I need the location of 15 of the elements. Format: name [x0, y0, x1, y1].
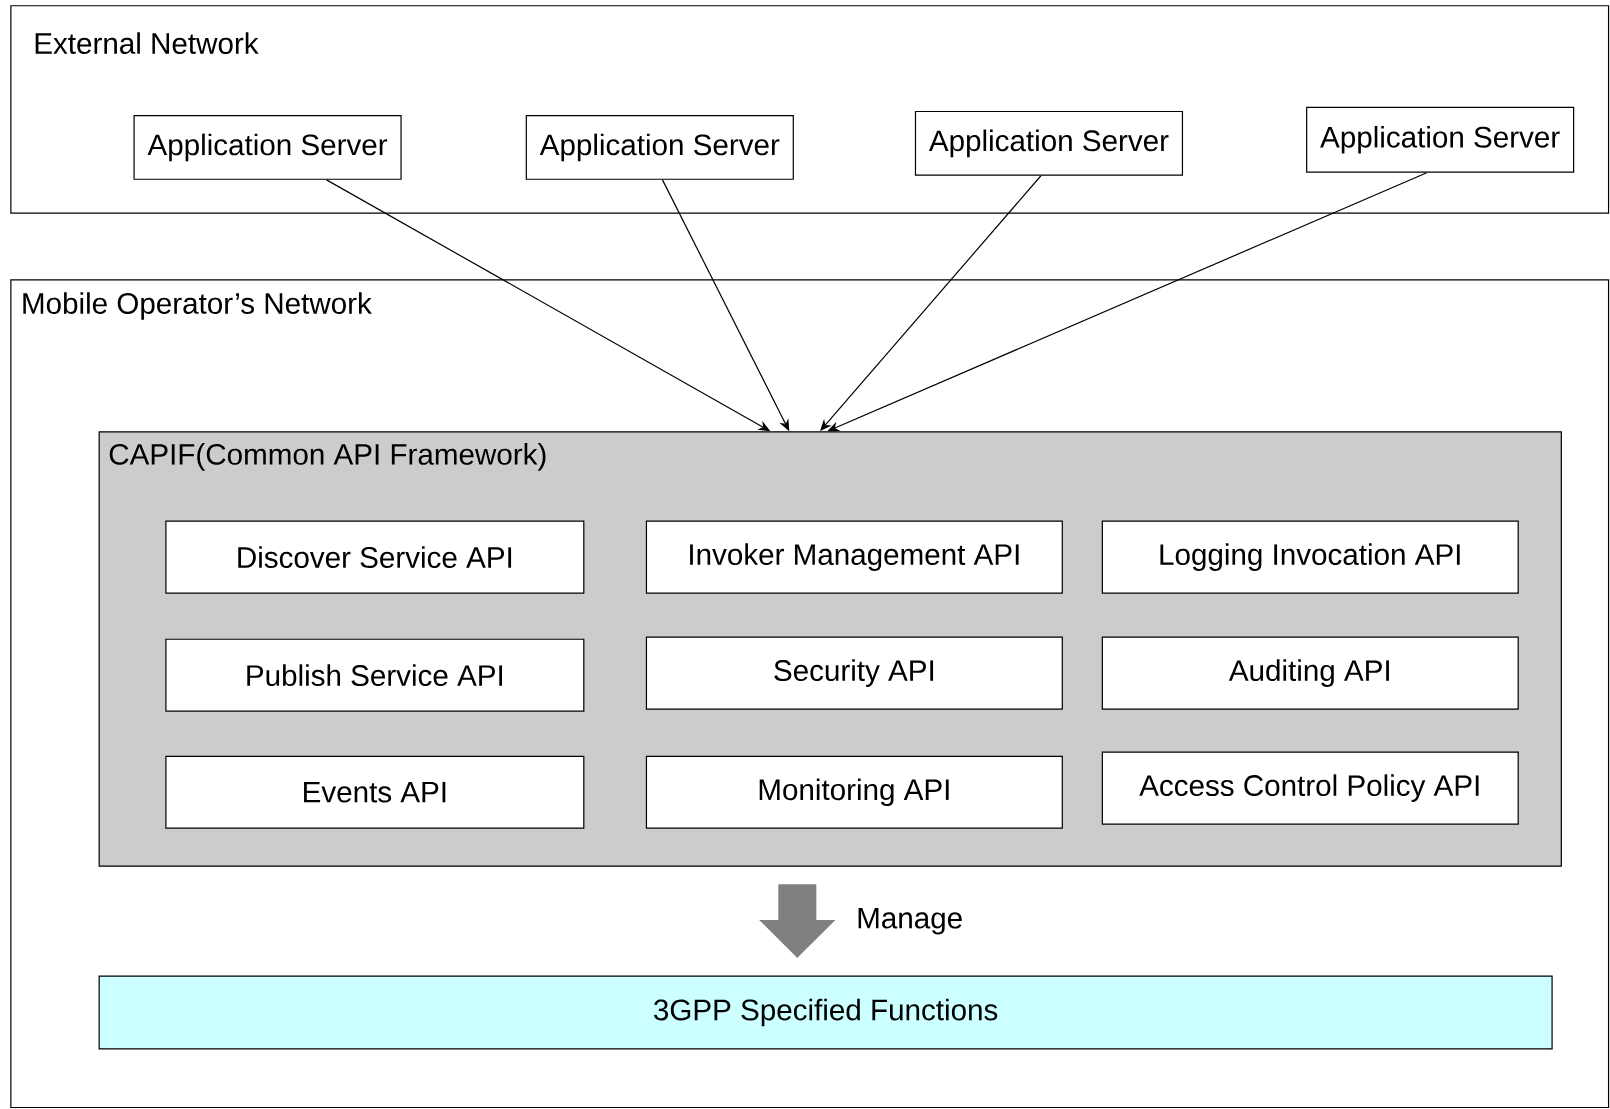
api-box: Logging Invocation API — [1101, 520, 1519, 594]
api-box: Events API — [165, 755, 585, 829]
server-box: Application Server — [525, 115, 794, 180]
server-box: Application Server — [914, 110, 1184, 176]
api-box: Publish Service API — [165, 638, 585, 712]
api-box: Monitoring API — [645, 755, 1063, 829]
api-box: Access Control Policy API — [1101, 751, 1519, 825]
api-box: Discover Service API — [165, 520, 585, 594]
server-box: Application Server — [133, 115, 402, 180]
api-box: Security API — [645, 636, 1063, 710]
api-box: Auditing API — [1101, 636, 1519, 710]
server-box: Application Server — [1306, 106, 1575, 173]
function-box: 3GPP Specified Functions — [98, 975, 1553, 1050]
edge-label: Manage — [854, 906, 966, 937]
api-box: Invoker Management API — [645, 520, 1063, 594]
